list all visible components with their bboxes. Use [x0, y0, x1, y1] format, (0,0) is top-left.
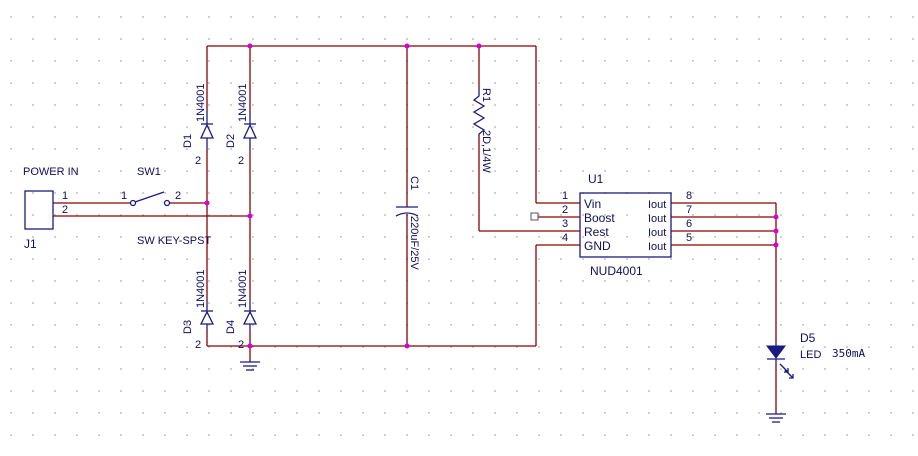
diode-d4: 1N4001 D4 2: [225, 269, 258, 351]
d3-triangle: [199, 310, 215, 325]
sw1-contact-1: [129, 199, 137, 207]
junction-dot: [247, 213, 253, 219]
u1-boost-no-connect: [530, 212, 539, 221]
sw1-pin1-number: 1: [121, 190, 127, 202]
sw1-contact-2: [163, 199, 171, 207]
junction-dot: [773, 214, 779, 220]
d5-light-arrowhead-1: [784, 368, 789, 373]
u1-pin-num-1: 1: [562, 190, 568, 202]
led-d5: D5 LED 350mA: [766, 331, 865, 379]
junction-dot: [404, 43, 410, 49]
d2-ref: D2: [225, 134, 237, 148]
d3-pin: 2: [195, 339, 201, 351]
d1-ref: D1: [182, 134, 194, 148]
d3-value: 1N4001: [195, 269, 207, 308]
d4-value: 1N4001: [237, 269, 249, 308]
diode-d2: 1N4001 D2 2: [225, 83, 258, 167]
u1-pin-name-boost: Boost: [584, 211, 615, 225]
j1-pin1-number: 1: [62, 190, 68, 202]
resistor-r1: R1 2D,1/4W: [472, 88, 492, 173]
d1-triangle: [199, 123, 215, 139]
sw1-pin2-number: 2: [175, 190, 181, 202]
u1-pin-num-5: 5: [686, 232, 692, 244]
j1-pin2-number: 2: [62, 204, 68, 216]
junction-dot: [247, 343, 253, 349]
wires: [53, 45, 777, 414]
u1-pin-name-vin: Vin: [584, 197, 601, 211]
d4-ref: D4: [225, 320, 237, 334]
u1-pin-num-4: 4: [562, 232, 568, 244]
ic-u1: U1 1 2 3 4 Vin Boost Rest GND Iout Iout …: [530, 172, 692, 278]
junction-dot: [247, 43, 253, 49]
j1-label: POWER IN: [23, 166, 79, 178]
junctions: [204, 43, 779, 349]
junction-dot: [773, 228, 779, 234]
c1-plate-bottom: [395, 212, 419, 217]
sw1-ref: SW1: [137, 166, 161, 178]
d5-light-arrow-1: [779, 363, 789, 373]
ground-symbol-led: [766, 413, 786, 423]
sw1-lever: [134, 191, 165, 203]
d2-pin: 2: [238, 155, 244, 167]
capacitor-c1: C1 220uF/25V: [395, 176, 420, 270]
u1-pin-num-8: 8: [686, 190, 692, 202]
junction-dot: [404, 343, 410, 349]
d5-light-arrow-2: [784, 369, 794, 379]
sw1-value: SW KEY-SPST: [137, 235, 211, 247]
u1-pin-num-6: 6: [686, 218, 692, 230]
u1-pin-num-7: 7: [686, 204, 692, 216]
u1-pin-name-iout-6: Iout: [648, 227, 666, 239]
diode-d3: 1N4001 D3 2: [182, 269, 215, 351]
d5-triangle: [766, 345, 786, 359]
junction-dot: [476, 43, 482, 49]
d5-light-arrowhead-2: [789, 374, 794, 379]
u1-pin-name-rest: Rest: [584, 225, 609, 239]
d5-ref: D5: [800, 331, 816, 345]
c1-ref: C1: [408, 176, 420, 190]
d1-value: 1N4001: [195, 83, 207, 122]
d4-pin: 2: [238, 339, 244, 351]
diode-d1: 1N4001 D1 2: [182, 83, 215, 167]
d3-ref: D3: [182, 320, 194, 334]
r1-value: 2D,1/4W: [480, 130, 492, 173]
junction-dot: [204, 200, 210, 206]
u1-part-number: NUD4001: [590, 264, 643, 278]
u1-pin-name-iout-5: Iout: [648, 241, 666, 253]
c1-value: 220uF/25V: [408, 216, 420, 270]
switch-sw1: SW1 1 2 SW KEY-SPST: [121, 166, 211, 247]
d2-triangle: [242, 123, 258, 139]
d4-triangle: [242, 310, 258, 325]
u1-pin-num-3: 3: [562, 218, 568, 230]
j1-body: [24, 190, 54, 230]
u1-pin-name-iout-8: Iout: [648, 199, 666, 211]
r1-ref: R1: [480, 88, 492, 102]
junction-dot: [773, 242, 779, 248]
ground-symbol-bridge: [240, 361, 260, 371]
connector-j1: POWER IN 1 2 J1: [23, 166, 79, 251]
j1-ref: J1: [24, 237, 37, 251]
u1-pin-name-gnd: GND: [584, 239, 611, 253]
r1-zigzag: [472, 88, 486, 136]
u1-pin-name-iout-7: Iout: [648, 213, 666, 225]
d1-pin: 2: [195, 155, 201, 167]
d5-value: LED: [800, 349, 821, 361]
u1-ref: U1: [588, 172, 604, 186]
u1-pin-num-2: 2: [562, 204, 568, 216]
d2-value: 1N4001: [237, 83, 249, 122]
u1-body: [579, 192, 672, 258]
d5-current: 350mA: [832, 347, 865, 360]
